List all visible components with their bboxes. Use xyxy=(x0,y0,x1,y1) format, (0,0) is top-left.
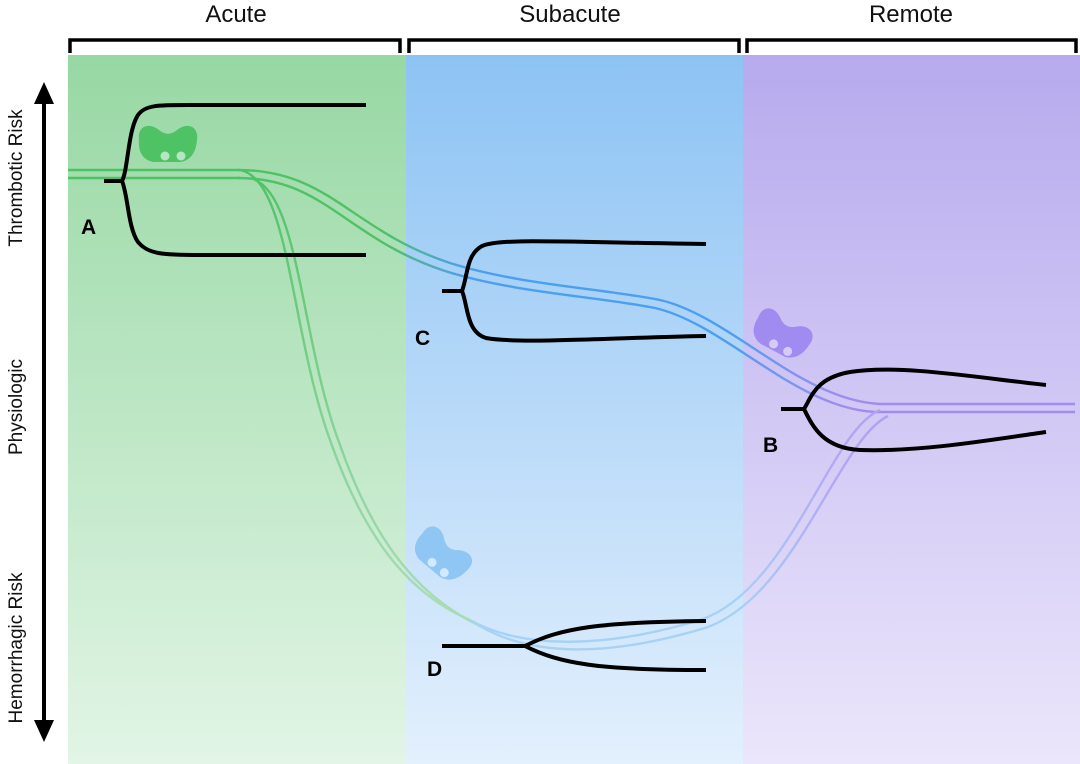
point-label-d: D xyxy=(427,658,442,681)
fork-c xyxy=(442,239,707,343)
fork-a xyxy=(104,102,366,257)
point-label-a: A xyxy=(81,216,96,239)
axis-label-physiologic: Physiologic xyxy=(6,359,27,455)
acute-region xyxy=(68,55,406,764)
axis-label-thrombotic-risk: Thrombotic Risk xyxy=(6,109,27,247)
risk-axis-arrow xyxy=(34,82,54,742)
purple-car-icon xyxy=(747,305,817,365)
blue-car-icon xyxy=(408,522,477,588)
fork-b xyxy=(781,367,1047,453)
acute-bracket xyxy=(68,38,402,53)
subacute-bracket xyxy=(407,38,741,53)
green-car-icon xyxy=(138,125,198,162)
green-path xyxy=(68,168,240,180)
phase-label-remote: Remote xyxy=(869,1,953,28)
axis-label-hemorrhagic-risk: Hemorrhagic Risk xyxy=(6,572,27,723)
point-label-b: B xyxy=(763,434,778,457)
remote-bracket xyxy=(745,38,1078,53)
phase-label-subacute: Subacute xyxy=(519,1,620,28)
fork-d xyxy=(442,619,707,672)
lower-trajectory-path xyxy=(239,168,479,627)
upper-trajectory-path xyxy=(237,168,1075,414)
subacute-region xyxy=(406,55,743,764)
phase-label-acute: Acute xyxy=(205,1,266,28)
point-label-c: C xyxy=(415,327,430,350)
